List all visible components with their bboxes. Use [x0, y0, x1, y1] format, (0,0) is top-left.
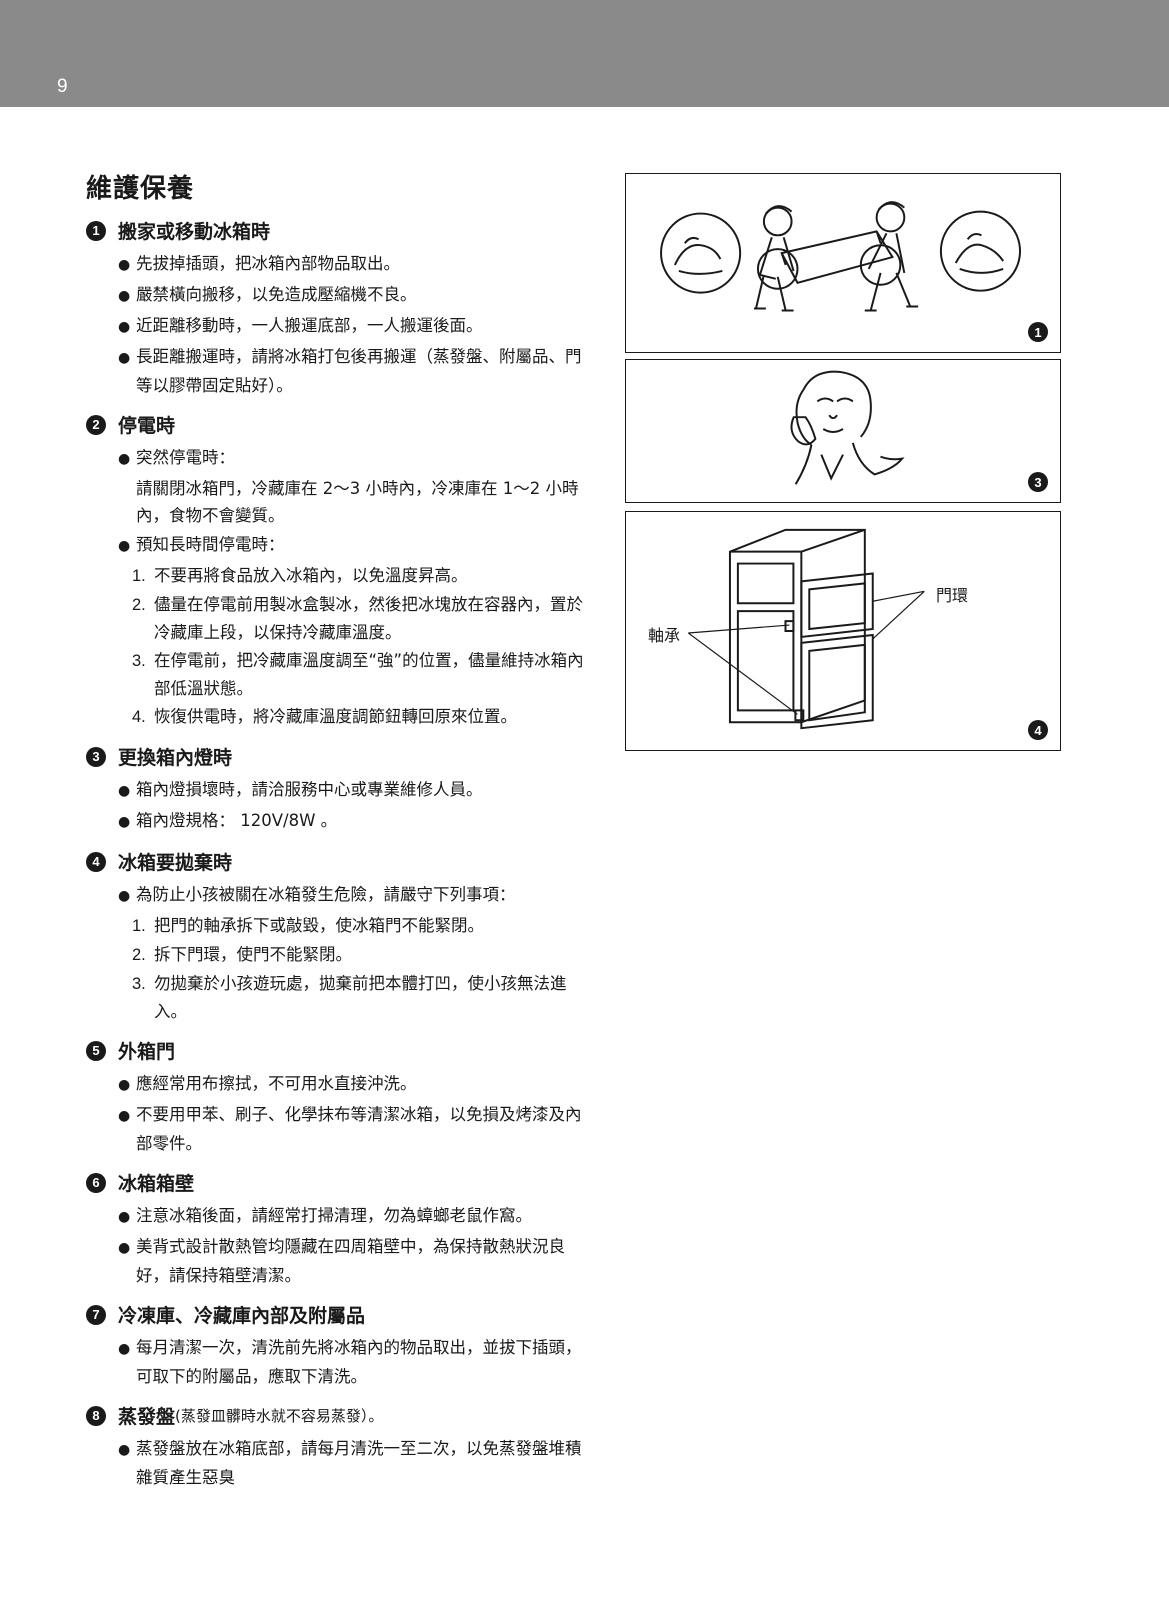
bullet-item: 應經常用布擦拭，不可用水直接沖洗。	[118, 1070, 596, 1099]
section-interior: 7 冷凍庫、冷藏庫內部及附屬品 每月清潔一次，清洗前先將冰箱內的物品取出，並拔下…	[86, 1301, 596, 1390]
section-number-badge: 7	[86, 1304, 106, 1325]
header-bar: 9	[0, 0, 1169, 107]
section-heading: 7 冷凍庫、冷藏庫內部及附屬品	[86, 1301, 596, 1328]
section-note: (蒸發皿髒時水就不容易蒸發）。	[175, 1407, 384, 1425]
section-heading: 5 外箱門	[86, 1037, 596, 1064]
fridge-illustration	[687, 528, 925, 730]
bullet-item: 為防止小孩被關在冰箱發生危險，請嚴守下列事項：	[118, 881, 596, 910]
numbered-step: 3.勿拋棄於小孩遊玩處，拋棄前把本體打凹，使小孩無法進入。	[132, 974, 567, 1021]
section-title: 蒸發盤	[118, 1406, 176, 1428]
bullet-item: 注意冰箱後面，請經常打掃清理，勿為蟑螂老鼠作窩。	[118, 1202, 596, 1231]
section-evaporation-tray: 8 蒸發盤 (蒸發皿髒時水就不容易蒸發）。 蒸發盤放在冰箱底部，請每月清洗一至二…	[86, 1402, 596, 1491]
figure-number-badge: 3	[1028, 472, 1048, 492]
section-number-badge: 8	[86, 1405, 106, 1426]
moving-illustration	[660, 201, 1021, 312]
bullet-item: 箱內燈損壞時，請洽服務中心或專業維修人員。	[118, 776, 596, 805]
section-title: 停電時	[118, 415, 176, 437]
section-title: 冰箱箱壁	[118, 1173, 195, 1195]
bullet-item: 箱內燈規格： 120V/8W 。	[118, 807, 596, 836]
figure-number-badge: 4	[1028, 720, 1048, 740]
section-title: 冷凍庫、冷藏庫內部及附屬品	[118, 1305, 366, 1327]
section-number-badge: 4	[86, 851, 106, 872]
bullet-item: 先拔掉插頭，把冰箱內部物品取出。	[118, 250, 596, 279]
figure-fridge-parts: 門環 軸承 4	[625, 511, 1061, 751]
section-title: 冰箱要拋棄時	[118, 852, 233, 874]
section-lamp: 3 更換箱內燈時 箱內燈損壞時，請洽服務中心或專業維修人員。 箱內燈規格： 12…	[86, 743, 596, 836]
numbered-step: 4.恢復供電時，將冷藏庫溫度調節鈕轉回原來位置。	[132, 707, 517, 726]
bullet-item: 突然停電時：	[118, 444, 596, 473]
figure-phone-call: 3	[625, 359, 1061, 503]
page-number: 9	[57, 76, 68, 97]
bullet-item: 嚴禁橫向搬移，以免造成壓縮機不良。	[118, 281, 596, 310]
section-number-badge: 6	[86, 1172, 106, 1193]
main-content: 維護保養 1 搬家或移動冰箱時 先拔掉插頭，把冰箱內部物品取出。 嚴禁橫向搬移，…	[86, 168, 596, 1503]
phone-call-illustration	[790, 370, 905, 485]
numbered-step: 3.在停電前，把冷藏庫溫度調至“強”的位置，儘量維持冰箱內部低溫狀態。	[132, 651, 584, 698]
figure-number-badge: 1	[1028, 322, 1048, 342]
section-heading: 8 蒸發盤 (蒸發皿髒時水就不容易蒸發）。	[86, 1402, 596, 1429]
section-title: 搬家或移動冰箱時	[118, 221, 271, 243]
section-disposal: 4 冰箱要拋棄時 為防止小孩被關在冰箱發生危險，請嚴守下列事項： 1.把門的軸承…	[86, 848, 596, 1025]
section-title: 更換箱內燈時	[118, 747, 233, 769]
section-cabinet-wall: 6 冰箱箱壁 注意冰箱後面，請經常打掃清理，勿為蟑螂老鼠作窩。 美背式設計散熱管…	[86, 1169, 596, 1289]
section-number-badge: 5	[86, 1040, 106, 1061]
bullet-item: 近距離移動時，一人搬運底部，一人搬運後面。	[118, 312, 596, 341]
bullet-item: 美背式設計散熱管均隱藏在四周箱壁中，為保持散熱狀況良好，請保持箱壁清潔。	[118, 1233, 596, 1289]
section-heading: 2 停電時	[86, 411, 596, 438]
section-heading: 3 更換箱內燈時	[86, 743, 596, 770]
bullet-item: 蒸發盤放在冰箱底部，請每月清洗一至二次，以免蒸發盤堆積雜質產生惡臭	[118, 1435, 596, 1491]
paragraph: 請關閉冰箱門，冷藏庫在 2～3 小時內，冷凍庫在 1～2 小時內，食物不會變質。	[136, 479, 579, 525]
section-number-badge: 3	[86, 746, 106, 767]
bullet-item: 不要用甲苯、刷子、化學抹布等清潔冰箱，以免損及烤漆及內部零件。	[118, 1101, 596, 1157]
bullet-item: 預知長時間停電時：	[118, 531, 596, 560]
section-heading: 1 搬家或移動冰箱時	[86, 217, 596, 244]
section-heading: 4 冰箱要拋棄時	[86, 848, 596, 875]
figure-moving-fridge: 1	[625, 173, 1061, 353]
section-number-badge: 2	[86, 414, 106, 435]
section-moving: 1 搬家或移動冰箱時 先拔掉插頭，把冰箱內部物品取出。 嚴禁橫向搬移，以免造成壓…	[86, 217, 596, 399]
section-title: 外箱門	[118, 1041, 176, 1063]
callout-door-ring: 門環	[936, 586, 969, 605]
section-number-badge: 1	[86, 220, 106, 241]
page-title: 維護保養	[86, 174, 195, 204]
section-heading: 6 冰箱箱壁	[86, 1169, 596, 1196]
numbered-step: 2.拆下門環，使門不能緊閉。	[132, 945, 352, 964]
bullet-item: 每月清潔一次，清洗前先將冰箱內的物品取出，並拔下插頭，可取下的附屬品，應取下清洗…	[118, 1334, 596, 1390]
callout-hinge: 軸承	[648, 626, 681, 645]
section-power-outage: 2 停電時 突然停電時： 請關閉冰箱門，冷藏庫在 2～3 小時內，冷凍庫在 1～…	[86, 411, 596, 731]
bullet-item: 長距離搬運時，請將冰箱打包後再搬運（蒸發盤、附屬品、門等以膠帶固定貼好）。	[118, 343, 596, 399]
section-outer-door: 5 外箱門 應經常用布擦拭，不可用水直接沖洗。 不要用甲苯、刷子、化學抹布等清潔…	[86, 1037, 596, 1157]
numbered-step: 2.儘量在停電前用製冰盒製冰，然後把冰塊放在容器內，置於冷藏庫上段，以保持冷藏庫…	[132, 595, 583, 642]
numbered-step: 1.不要再將食品放入冰箱內，以免溫度昇高。	[132, 566, 468, 585]
numbered-step: 1.把門的軸承拆下或敲毀，使冰箱門不能緊閉。	[132, 916, 484, 935]
